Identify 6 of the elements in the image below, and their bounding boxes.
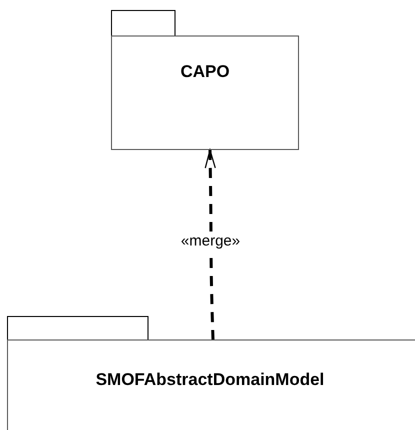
edge-label: «merge» — [180, 232, 240, 250]
package-box — [111, 10, 299, 150]
package-name: CAPO — [180, 62, 230, 82]
dependency-arrow — [204, 149, 216, 340]
package-name: SMOFAbstractDomainModel — [96, 370, 324, 390]
package-box — [7, 316, 415, 430]
